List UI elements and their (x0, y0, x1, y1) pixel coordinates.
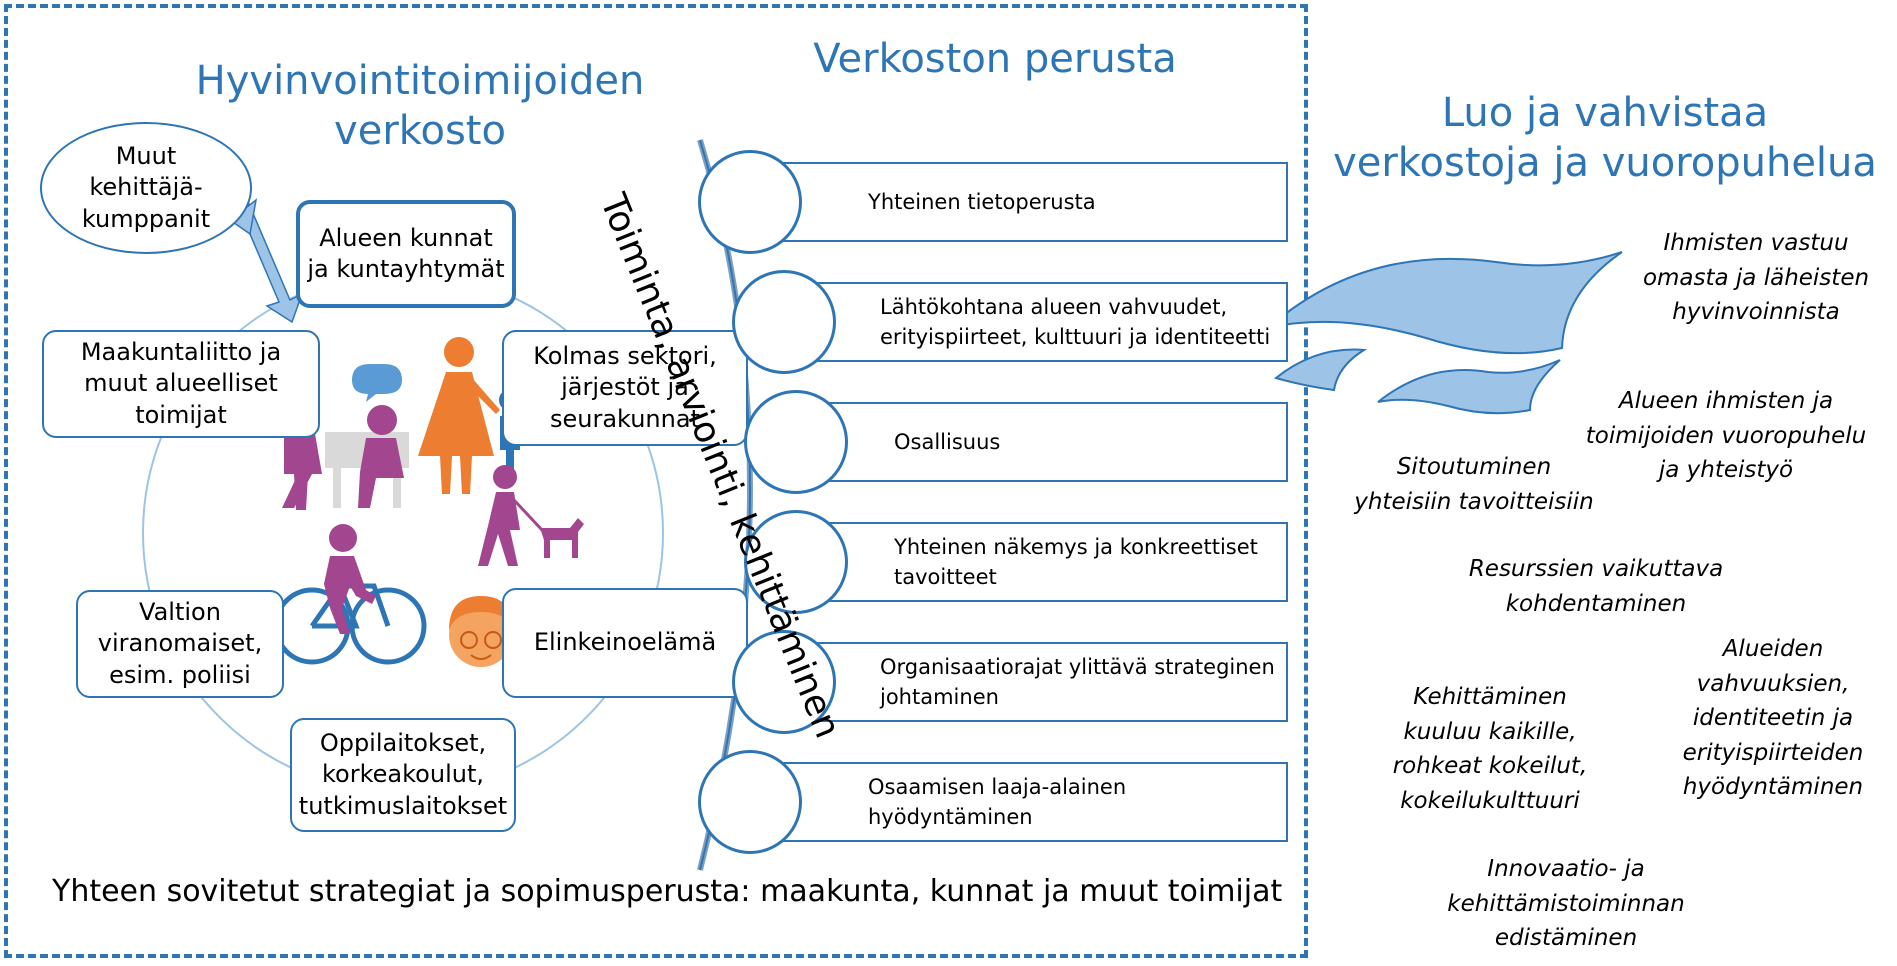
box-line: Kolmas sektori, (533, 342, 717, 371)
person-face-icon (449, 596, 513, 667)
box-business: Elinkeinoelämä (502, 588, 748, 698)
box-line: korkeakoulut, (322, 760, 484, 789)
foundation-circle (732, 630, 836, 734)
wind-flags-icon (1267, 251, 1623, 415)
foundation-circle (698, 750, 802, 854)
foundation-item-line: Osallisuus (894, 429, 1001, 454)
goal-line: Alueiden (1722, 636, 1824, 662)
goal-line: omasta ja läheisten (1642, 264, 1870, 291)
goal-line: Sitoutuminen (1396, 454, 1552, 480)
goal-line: kuuluu kaikille, (1403, 718, 1577, 745)
partners-line: Muut (115, 142, 177, 171)
foundation-item: Osallisuus (784, 402, 1288, 482)
foundation-item: Organisaatiorajat ylittävä strateginen j… (770, 642, 1288, 722)
goal-line: hyödyntäminen (1682, 774, 1864, 800)
box-region: Maakuntaliitto ja muut alueelliset toimi… (42, 330, 320, 438)
goal-line: Resurssien vaikuttava (1468, 556, 1724, 582)
goal-line: rohkeat kokeilut, (1392, 753, 1588, 779)
dog-walker-icon (478, 465, 584, 566)
foundation-item-line: tavoitteet (894, 565, 997, 589)
foundation-title: Verkoston perusta (813, 36, 1177, 82)
goal-text: Ihmisten vastuu omasta ja läheisten hyvi… (1636, 226, 1876, 330)
foundation-item-line: Yhteinen näkemys ja konkreettiset (894, 534, 1258, 559)
partners-line: kumppanit (81, 204, 211, 233)
goal-text: Resurssien vaikuttava kohdentaminen (1456, 552, 1736, 621)
network-title: Hyvinvointitoimijoiden verkosto (150, 56, 690, 156)
foundation-item: Osaamisen laaja-alainen hyödyntäminen (758, 762, 1288, 842)
box-line: muut alueelliset (84, 369, 278, 398)
goal-line: erityispiirteiden (1682, 739, 1864, 766)
box-line: järjestöt ja (561, 373, 689, 402)
goal-line: hyvinvoinnista (1672, 299, 1840, 325)
box-line: ja kuntayhtymät (307, 255, 505, 283)
right-title-line1: Luo ja vahvistaa (1441, 90, 1769, 136)
goal-text: Innovaatio- ja kehittämistoiminnan edist… (1436, 852, 1696, 956)
partners-ellipse: Muut kehittäjä- kumppanit (40, 122, 252, 254)
foundation-circle (744, 390, 848, 494)
goal-text: Kehittäminen kuuluu kaikille, rohkeat ko… (1380, 680, 1600, 818)
box-municipalities: Alueen kunnat ja kuntayhtymät (296, 200, 516, 308)
goal-line: kohdentaminen (1505, 590, 1687, 617)
goal-line: Kehittäminen (1413, 684, 1567, 710)
box-line: Oppilaitokset, (319, 729, 487, 758)
box-line: viranomaiset, (97, 629, 263, 658)
goal-line: edistäminen (1494, 925, 1638, 951)
goal-line: kehittämistoiminnan (1447, 890, 1685, 917)
goal-line: ja yhteistyö (1658, 457, 1794, 483)
cyclist-icon (273, 524, 427, 665)
foundation-item: Yhteinen näkemys ja konkreettiset tavoit… (784, 522, 1288, 602)
goal-line: identiteetin ja (1692, 705, 1854, 731)
right-title: Luo ja vahvistaa verkostoja ja vuoropuhe… (1320, 88, 1890, 188)
foundation-item: Yhteinen tietoperusta (758, 162, 1288, 242)
foundation-circle (732, 270, 836, 374)
partners-line: kehittäjä- (89, 173, 203, 202)
goal-line: Ihmisten vastuu (1663, 230, 1849, 256)
goal-text: Alueiden vahvuuksien, identiteetin ja er… (1668, 632, 1878, 805)
goal-line: toimijoiden vuoropuhelu (1585, 422, 1867, 449)
goal-line: Innovaatio- ja (1487, 856, 1645, 882)
box-education: Oppilaitokset, korkeakoulut, tutkimuslai… (290, 718, 516, 832)
box-line: Elinkeinoelämä (533, 628, 717, 657)
box-third-sector: Kolmas sektori, järjestöt ja seurakunnat (502, 330, 748, 446)
footer-text: Yhteen sovitetut strategiat ja sopimuspe… (52, 874, 1283, 909)
box-line: toimijat (135, 400, 227, 429)
network-title-line1: Hyvinvointitoimijoiden (195, 58, 645, 104)
goal-line: Alueen ihmisten ja (1618, 388, 1834, 414)
foundation-circle (698, 150, 802, 254)
goal-text: Alueen ihmisten ja toimijoiden vuoropuhe… (1576, 384, 1876, 488)
right-title-line2: verkostoja ja vuoropuhelua (1333, 140, 1877, 186)
goal-line: kokeilukulttuuri (1400, 787, 1580, 814)
goal-line: vahvuuksien, (1696, 670, 1850, 697)
foundation-item-line: Lähtökohtana alueen vahvuudet, (880, 294, 1228, 319)
box-line: Valtion (139, 598, 221, 627)
network-frame (4, 4, 1308, 958)
foundation-item-line: Yhteinen tietoperusta (868, 189, 1096, 214)
network-title-line2: verkosto (334, 108, 506, 154)
foundation-item-line: Osaamisen laaja-alainen hyödyntäminen (868, 774, 1127, 829)
box-line: Maakuntaliitto ja (80, 338, 282, 367)
foundation-item-line: johtaminen (880, 685, 999, 709)
box-state: Valtion viranomaiset, esim. poliisi (76, 590, 284, 698)
goal-line: yhteisiin tavoitteisiin (1354, 488, 1594, 515)
goal-text: Sitoutuminen yhteisiin tavoitteisiin (1344, 450, 1604, 519)
foundation-item-line: Organisaatiorajat ylittävä strateginen (880, 654, 1275, 679)
box-line: esim. poliisi (109, 660, 251, 689)
box-line: tutkimuslaitokset (298, 791, 508, 820)
foundation-item: Lähtökohtana alueen vahvuudet, erityispi… (770, 282, 1288, 362)
foundation-item-line: erityispiirteet, kulttuuri ja identiteet… (880, 325, 1271, 349)
foundation-circle (744, 510, 848, 614)
box-line: Alueen kunnat (319, 223, 493, 252)
box-line: seurakunnat (550, 404, 700, 433)
double-arrow-icon (228, 198, 304, 324)
